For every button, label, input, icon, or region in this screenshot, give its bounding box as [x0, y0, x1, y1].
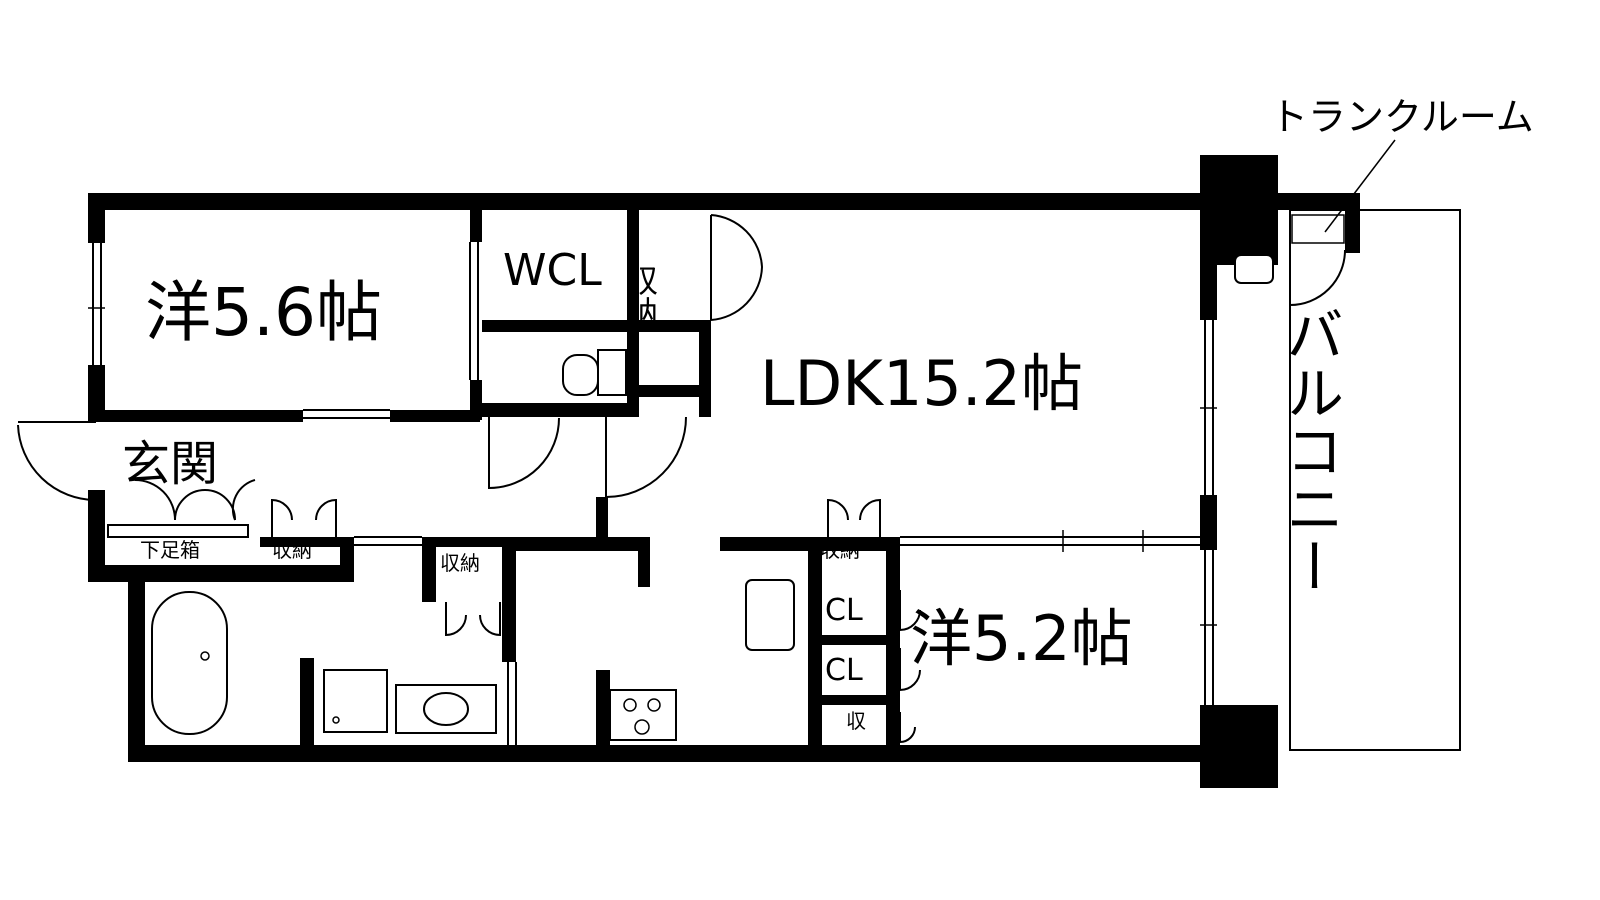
room-label-western-a: 洋5.6帖	[145, 274, 382, 351]
doors	[17, 214, 1346, 744]
room-label-closet-2: CL	[825, 653, 863, 688]
interior-walls	[88, 210, 900, 750]
room-label-storage-hall: 収納	[272, 538, 312, 562]
room-label-ldk: LDK15.2帖	[760, 347, 1083, 420]
room-label-storage-small: 収	[846, 709, 866, 733]
room-label-entrance: 玄関	[122, 436, 218, 492]
room-label-balcony: バルコニー	[1276, 305, 1344, 595]
room-label-storage-top: 収納	[621, 264, 659, 328]
room-label-trunk-room: トランクルーム	[1270, 95, 1534, 139]
balcony-outline	[1289, 209, 1461, 751]
room-label-storage-wash: 収納	[440, 551, 480, 575]
room-label-wcl: WCL	[503, 245, 602, 296]
windows	[88, 242, 1217, 745]
room-labels: 洋5.6帖 WCL 収納 LDK15.2帖 玄関 下足箱 収納 収納 収納 CL…	[122, 95, 1534, 733]
room-label-shoe-box: 下足箱	[140, 538, 200, 562]
fixtures	[107, 139, 1396, 741]
room-label-western-b: 洋5.2帖	[910, 602, 1133, 675]
exterior-walls	[88, 155, 1360, 788]
room-label-storage-kitchen: 収納	[820, 538, 860, 562]
room-label-closet-1: CL	[825, 593, 863, 628]
